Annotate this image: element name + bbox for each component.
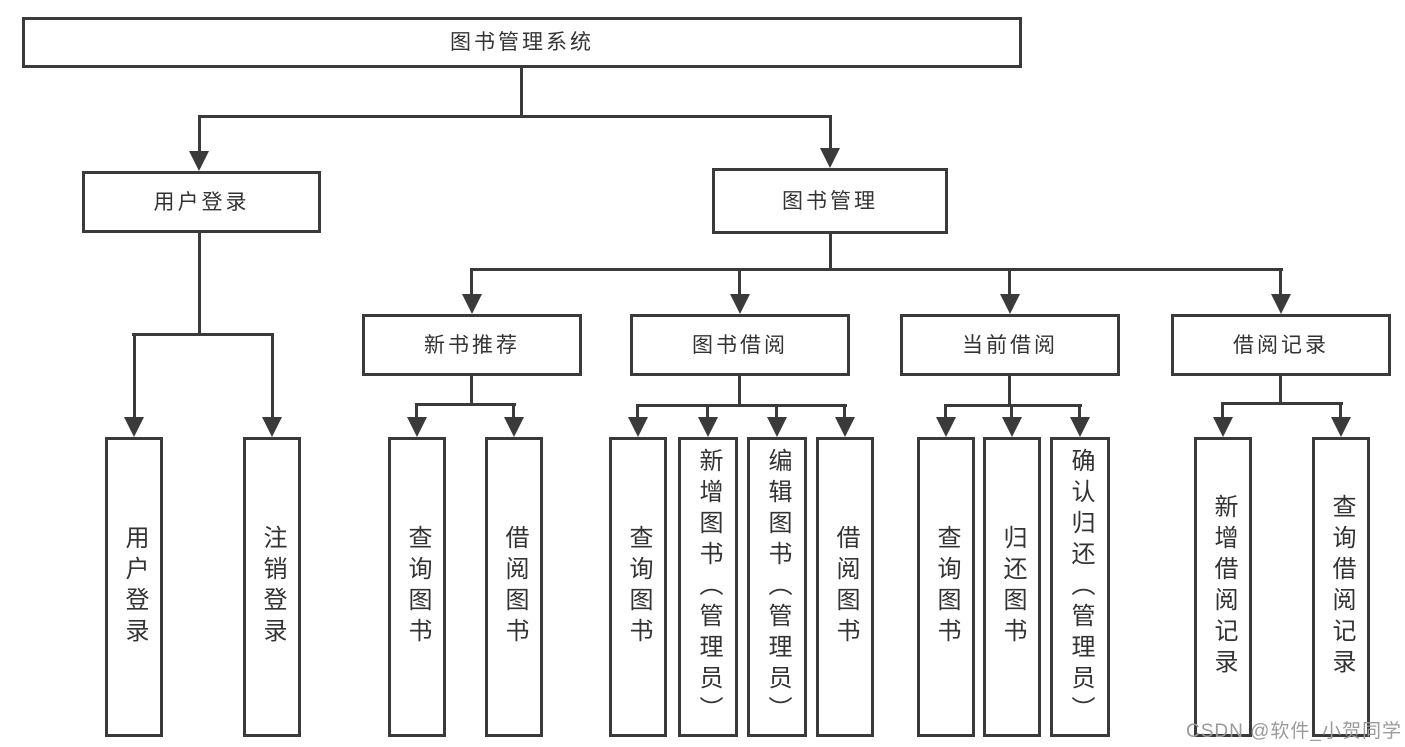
node-book-borrowing: 图书借阅: [630, 314, 850, 376]
arrow-down-icon: [124, 417, 144, 437]
leaf-nb-query-books: 查询图书: [388, 437, 446, 737]
arrow-down-icon: [835, 417, 855, 437]
leaf-bb-edit-books-admin: 编辑图书（管理员）: [747, 437, 807, 737]
arrow-down-icon: [407, 417, 427, 437]
node-new-book-recommend: 新书推荐: [362, 314, 582, 376]
leaf-nb-borrow-books: 借阅图书: [485, 437, 543, 737]
leaf-bb-borrow-books: 借阅图书: [816, 437, 874, 737]
node-current-borrowing: 当前借阅: [900, 314, 1120, 376]
connector-to-cb-confirm: [1078, 404, 1081, 421]
connector-cb-stem: [1008, 376, 1011, 407]
connector-bb-rail: [636, 404, 847, 407]
connector-to-bb-borrow: [843, 404, 846, 421]
connector-to-current-borrowing: [1008, 268, 1011, 298]
arrow-down-icon: [820, 148, 840, 168]
connector-to-cb-return: [1010, 404, 1013, 421]
arrow-down-icon: [1070, 417, 1090, 437]
connector-level1-rail: [198, 115, 832, 118]
connector-to-user-login: [198, 115, 201, 155]
arrow-down-icon: [189, 151, 209, 171]
connector-br-stem: [1279, 376, 1282, 405]
node-user-login: 用户登录: [82, 171, 321, 233]
arrow-down-icon: [698, 417, 718, 437]
connector-to-nb-borrow: [512, 403, 515, 421]
arrow-down-icon: [767, 417, 787, 437]
arrow-down-icon: [1213, 417, 1233, 437]
arrow-down-icon: [262, 417, 282, 437]
connector-br-rail: [1221, 402, 1343, 405]
connector-to-new-book-recommend: [470, 268, 473, 298]
watermark: CSDN @软件_小贺同学: [1186, 721, 1402, 742]
leaf-user-login: 用户登录: [105, 437, 163, 737]
node-root: 图书管理系统: [22, 17, 1022, 68]
connector-to-br-query: [1339, 402, 1342, 421]
node-borrowing-records: 借阅记录: [1171, 314, 1391, 376]
leaf-cb-return-books: 归还图书: [983, 437, 1041, 737]
connector-to-bb-edit: [775, 404, 778, 421]
connector-to-book-borrowing: [738, 268, 741, 298]
connector-to-bb-query: [636, 404, 639, 421]
arrow-down-icon: [936, 417, 956, 437]
arrow-down-icon: [1000, 294, 1020, 314]
connector-bb-stem: [738, 376, 741, 407]
connector-user-login-rail: [132, 333, 274, 336]
connector-nb-rail: [415, 403, 516, 406]
connector-user-login-stem: [198, 233, 201, 336]
connector-to-bb-add: [706, 404, 709, 421]
connector-nb-stem: [470, 376, 473, 406]
leaf-bb-add-books-admin: 新增图书（管理员）: [678, 437, 738, 737]
connector-to-book-management: [829, 115, 832, 151]
leaf-br-add-record: 新增借阅记录: [1194, 437, 1252, 737]
connector-to-br-add: [1221, 402, 1224, 421]
arrow-down-icon: [1271, 294, 1291, 314]
leaf-br-query-record: 查询借阅记录: [1312, 437, 1370, 737]
connector-to-cb-query: [944, 404, 947, 421]
leaf-cb-confirm-return-admin: 确认归还（管理员）: [1050, 437, 1110, 737]
connector-to-borrowing-records: [1279, 268, 1282, 298]
arrow-down-icon: [1002, 417, 1022, 437]
node-book-management: 图书管理: [712, 168, 948, 234]
connector-level2-rail: [470, 268, 1283, 271]
connector-to-nb-query: [415, 403, 418, 421]
arrow-down-icon: [730, 294, 750, 314]
leaf-cb-query-books: 查询图书: [917, 437, 975, 737]
leaf-bb-query-books: 查询图书: [609, 437, 667, 737]
leaf-logout: 注销登录: [243, 437, 301, 737]
arrow-down-icon: [628, 417, 648, 437]
arrow-down-icon: [462, 294, 482, 314]
arrow-down-icon: [504, 417, 524, 437]
connector-to-login: [133, 333, 136, 421]
connector-cb-rail: [944, 404, 1082, 407]
arrow-down-icon: [1331, 417, 1351, 437]
connector-root-stem: [520, 68, 523, 118]
connector-to-logout: [271, 333, 274, 421]
connector-book-management-stem: [829, 234, 832, 271]
